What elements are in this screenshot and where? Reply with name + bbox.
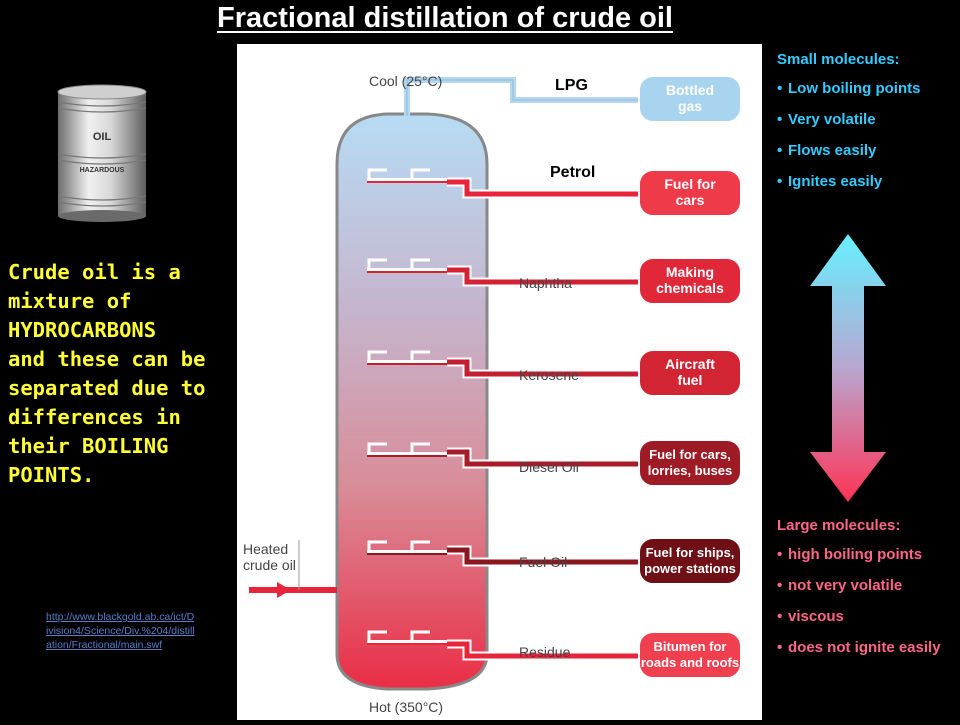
- distillation-diagram: Heated crude oil Cool (25°C) Hot (350°C)…: [237, 44, 762, 720]
- fraction-name: Fuel Oil: [519, 554, 567, 570]
- output-pipe: [447, 545, 639, 567]
- tray: [367, 442, 447, 457]
- use-line: power stations: [644, 561, 736, 576]
- small-molecules-point: Very volatile: [777, 111, 957, 129]
- tray: [367, 630, 447, 645]
- intro-line: HYDROCARBONS: [8, 318, 157, 342]
- oil-barrel-icon: OIL HAZARDOUS: [57, 84, 147, 222]
- fraction-name: Diesel Oil: [519, 459, 579, 475]
- fractionating-column: [335, 112, 489, 691]
- intro-text: Crude oil is a mixture of HYDROCARBONS a…: [8, 258, 240, 490]
- small-molecules-point: Low boiling points: [777, 80, 957, 98]
- barrel-label-hazardous: HAZARDOUS: [80, 167, 125, 174]
- use-line: Fuel for ships,: [646, 545, 735, 560]
- source-link[interactable]: http://www.blackgold.ab.ca/ict/Division4…: [46, 611, 195, 651]
- intro-line: separated due to: [8, 376, 206, 400]
- use-line: roads and roofs: [641, 655, 739, 670]
- barrel-label-oil: OIL: [93, 131, 112, 143]
- use-line: lorries, buses: [648, 463, 733, 478]
- feed-label: Heated: [243, 541, 288, 557]
- intro-line: differences in: [8, 405, 181, 429]
- use-line: Bottled: [666, 82, 714, 98]
- intro-line: POINTS.: [8, 463, 95, 487]
- intro-line: and these can be: [8, 347, 206, 371]
- large-molecules-point: high boiling points: [777, 546, 957, 564]
- tray: [367, 350, 447, 365]
- intro-line: mixture of: [8, 289, 132, 313]
- output-pipes: [447, 177, 639, 661]
- small-molecules-panel: Small molecules: Low boiling points Very…: [777, 51, 957, 204]
- small-molecules-point: Flows easily: [777, 142, 957, 160]
- feed-label: crude oil: [243, 557, 296, 573]
- output-pipe: [447, 265, 639, 287]
- output-pipe: [447, 447, 639, 469]
- tray: [367, 258, 447, 273]
- use-line: Aircraft: [665, 356, 715, 372]
- use-line: fuel: [678, 372, 703, 388]
- use-line: Bitumen for: [654, 639, 727, 654]
- top-temperature: Cool (25°C): [369, 73, 442, 89]
- page-title: Fractional distillation of crude oil: [217, 2, 673, 34]
- large-molecules-point: viscous: [777, 608, 957, 626]
- use-line: gas: [678, 98, 702, 114]
- intro-line: Crude oil is a: [8, 260, 181, 284]
- use-line: cars: [676, 192, 705, 208]
- bottom-temperature: Hot (350°C): [369, 699, 443, 715]
- large-molecules-heading: Large molecules:: [777, 517, 901, 534]
- large-molecules-panel: Large molecules: high boiling points not…: [777, 517, 957, 670]
- large-molecules-point: does not ignite easily: [777, 639, 957, 657]
- double-arrow-icon: [810, 234, 886, 502]
- column-trays: [367, 168, 447, 645]
- tray: [367, 168, 447, 183]
- output-pipe: [447, 639, 639, 661]
- use-line: Fuel for cars,: [649, 447, 731, 462]
- column-svg: Heated crude oil Cool (25°C) Hot (350°C)…: [243, 73, 742, 715]
- fraction-name: LPG: [555, 77, 588, 94]
- output-pipe: [447, 357, 639, 379]
- output-pipe: [447, 177, 639, 199]
- use-line: Fuel for: [664, 176, 716, 192]
- tray: [367, 540, 447, 555]
- large-molecules-point: not very volatile: [777, 577, 957, 595]
- fraction-name: Kerosene: [519, 367, 579, 383]
- use-line: Making: [666, 264, 714, 280]
- fraction-name: Residue: [519, 644, 571, 660]
- use-line: chemicals: [656, 280, 724, 296]
- use-box: Fuel for cars,lorries, buses: [638, 439, 742, 487]
- fraction-name: Petrol: [550, 164, 595, 181]
- fraction-name: Naphtha: [519, 275, 572, 291]
- small-molecules-heading: Small molecules:: [777, 51, 900, 68]
- feed-arrow-icon: [277, 582, 291, 598]
- small-molecules-point: Ignites easily: [777, 173, 957, 191]
- intro-line: their BOILING: [8, 434, 169, 458]
- use-box: Fuel for ships,power stations: [638, 537, 742, 585]
